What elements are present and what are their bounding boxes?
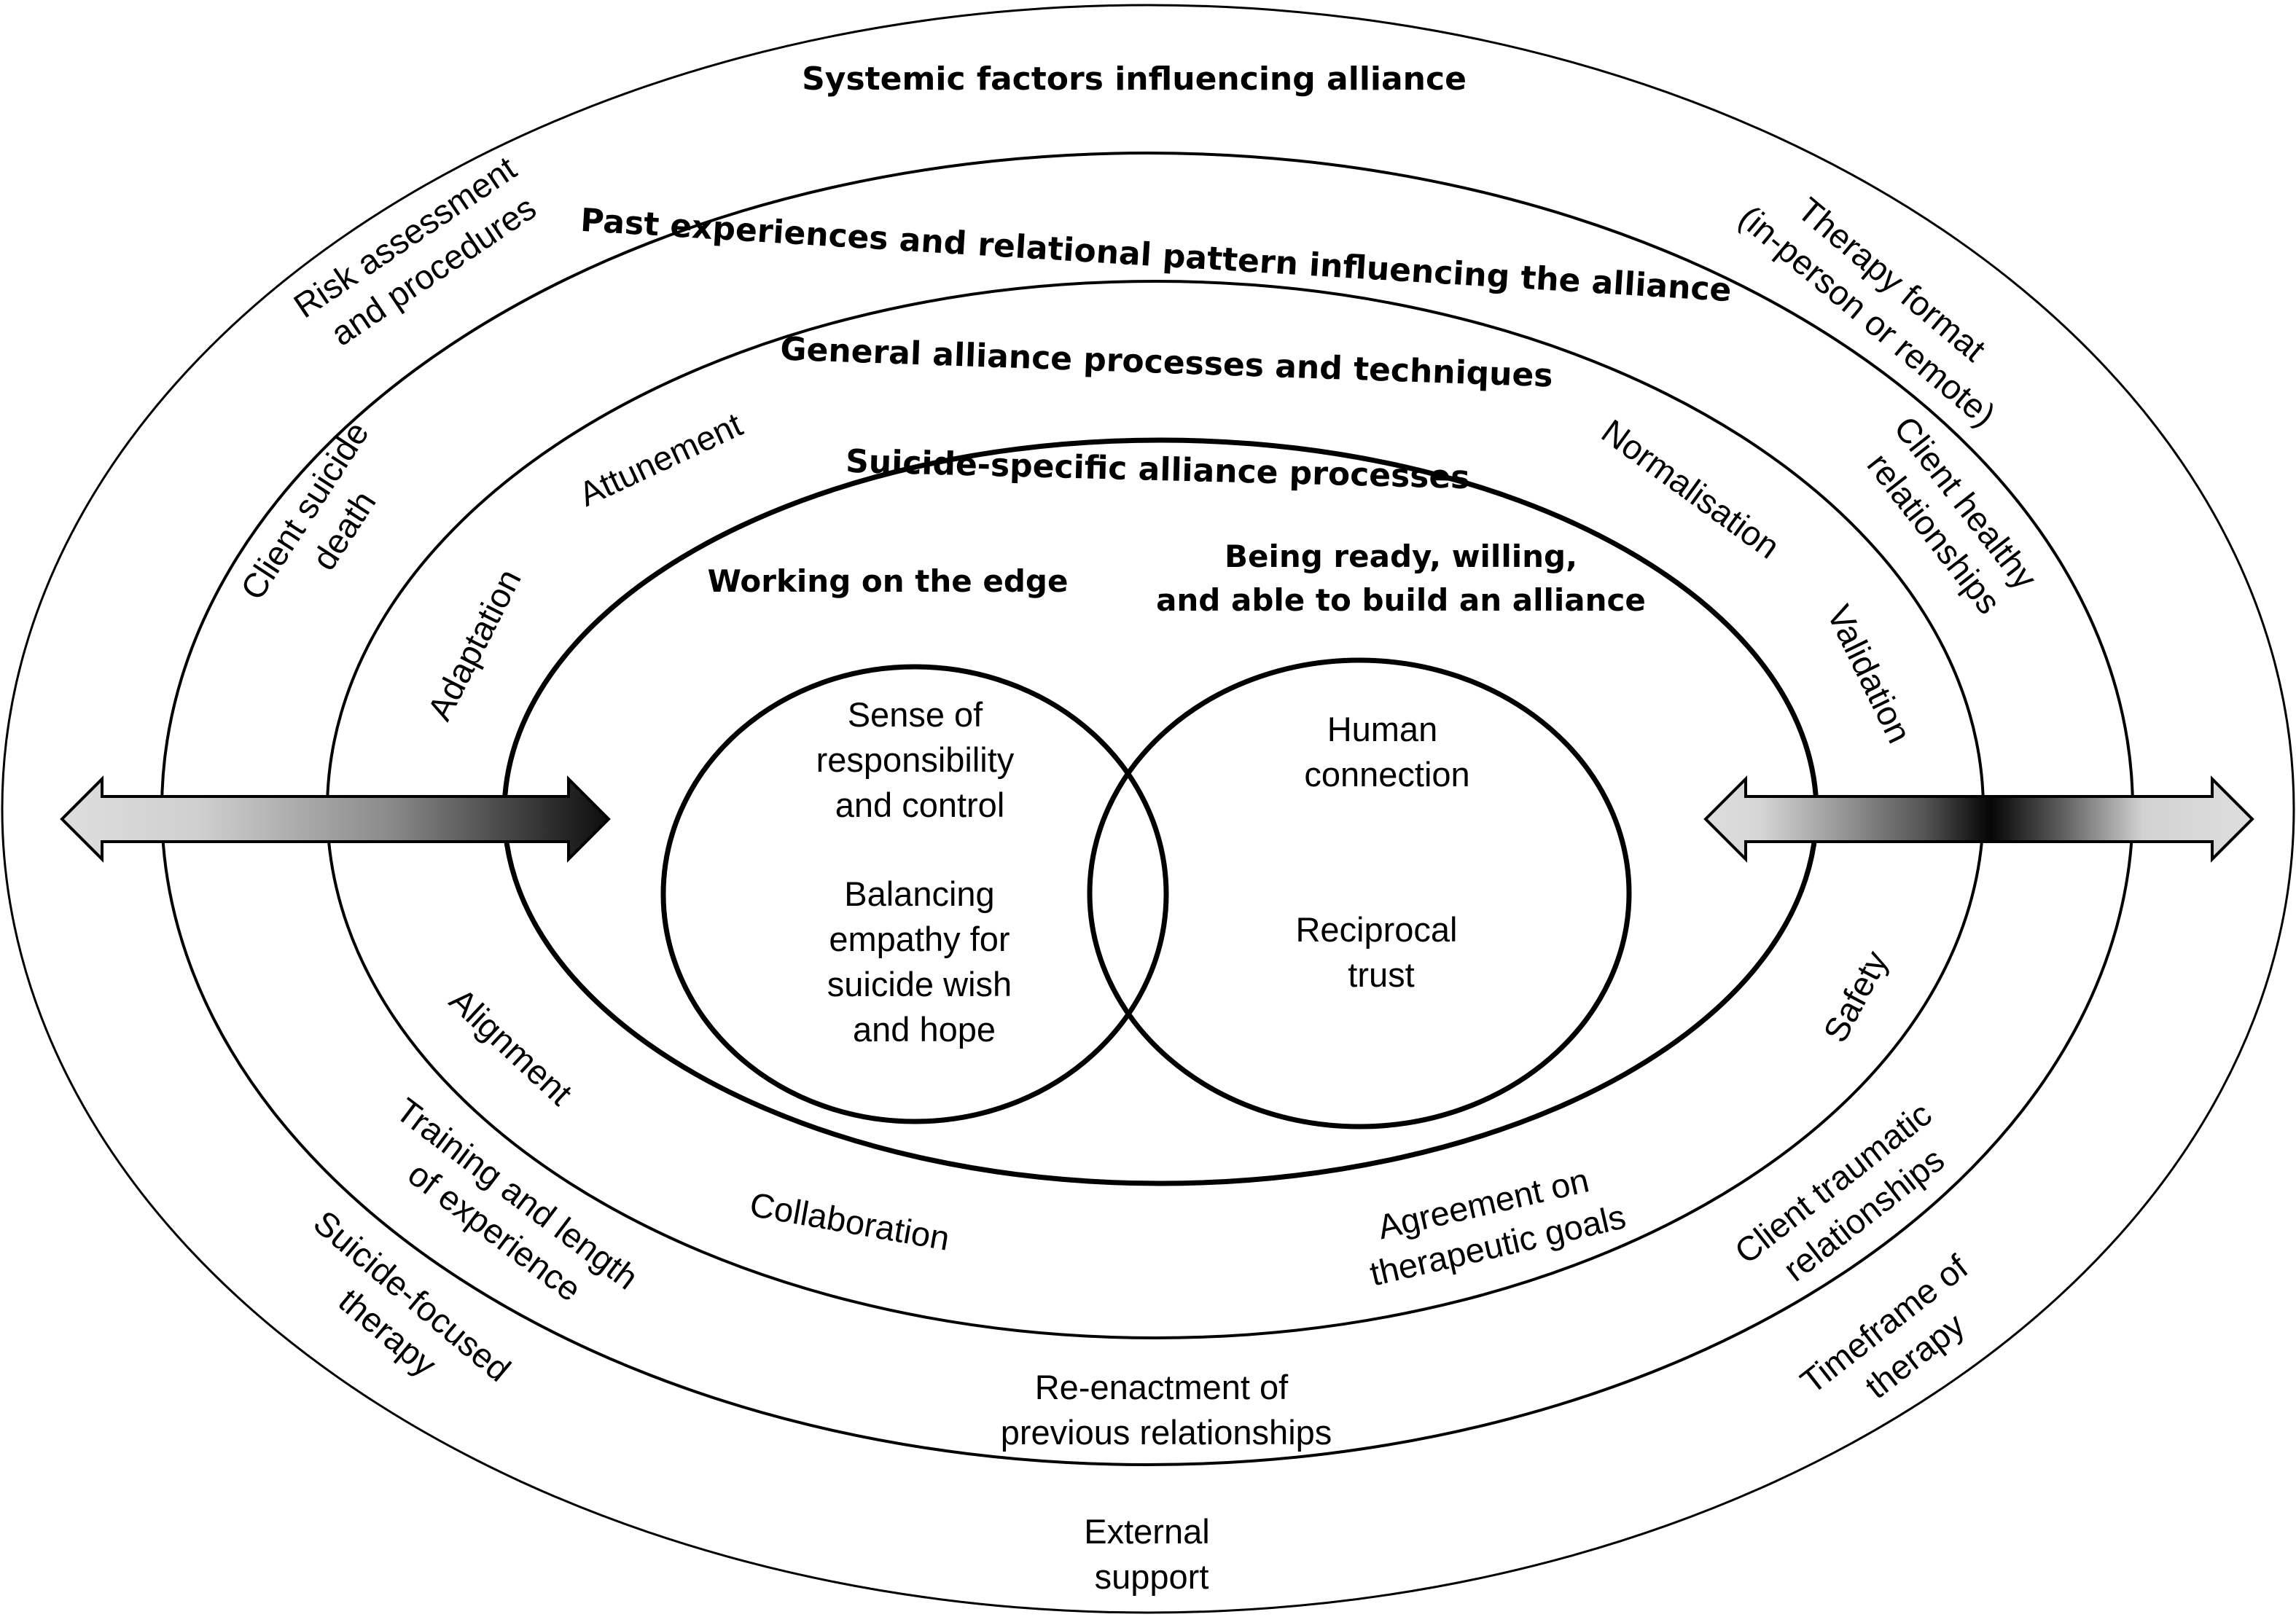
balancing-label: Balancing empathy for suicide wish and h… xyxy=(827,874,1021,1049)
collaboration-label: Collaboration xyxy=(747,1185,953,1258)
responsibility-label: Sense of responsibility and control xyxy=(816,695,1024,824)
timeframe-label: Timeframe of therapy xyxy=(1793,1241,2010,1435)
specific-ellipse xyxy=(501,437,1819,1186)
specific-heading: Suicide-specific alliance processes xyxy=(846,443,1471,496)
past-heading: Past experiences and relational pattern … xyxy=(579,202,1733,309)
normalisation-label: Normalisation xyxy=(1595,412,1787,566)
validation-label: Validation xyxy=(1820,599,1920,749)
external-support-label: External support xyxy=(1084,1512,1219,1596)
general-heading: General alliance processes and technique… xyxy=(780,331,1554,395)
venn-left-circle xyxy=(660,664,1169,1124)
venn-right-circle xyxy=(1087,657,1632,1129)
ready-subheading-line1: Being ready, willing, xyxy=(1225,539,1577,574)
agreement-label: Agreement on therapeutic goals xyxy=(1356,1154,1629,1293)
attunement-label: Attunement xyxy=(573,404,748,514)
edge-subheading: Working on the edge xyxy=(708,563,1069,599)
systemic-heading: Systemic factors influencing alliance xyxy=(802,60,1467,98)
reciprocal-trust-label: Reciprocal trust xyxy=(1295,910,1467,994)
ready-subheading-line2: and able to build an alliance xyxy=(1156,582,1646,618)
human-connection-label: Human connection xyxy=(1304,710,1469,794)
client-suicide-death-label: Client suicide death xyxy=(233,407,418,630)
safety-label: Safety xyxy=(1816,944,1896,1049)
reenactment-label: Re-enactment of previous relationships xyxy=(1001,1368,1332,1452)
outer-ellipse xyxy=(1,4,2295,1614)
client-healthy-label: Client healthy relationships xyxy=(1852,409,2050,630)
left-double-arrow xyxy=(60,775,611,863)
risk-assessment-label: Risk assessment and procedures xyxy=(286,143,555,361)
adaptation-label: Adaptation xyxy=(420,563,528,726)
alignment-label: Alignment xyxy=(442,980,580,1112)
therapy-format-label: Therapy format (in-person or remote) xyxy=(1732,164,2031,434)
right-double-arrow xyxy=(1703,775,2254,863)
